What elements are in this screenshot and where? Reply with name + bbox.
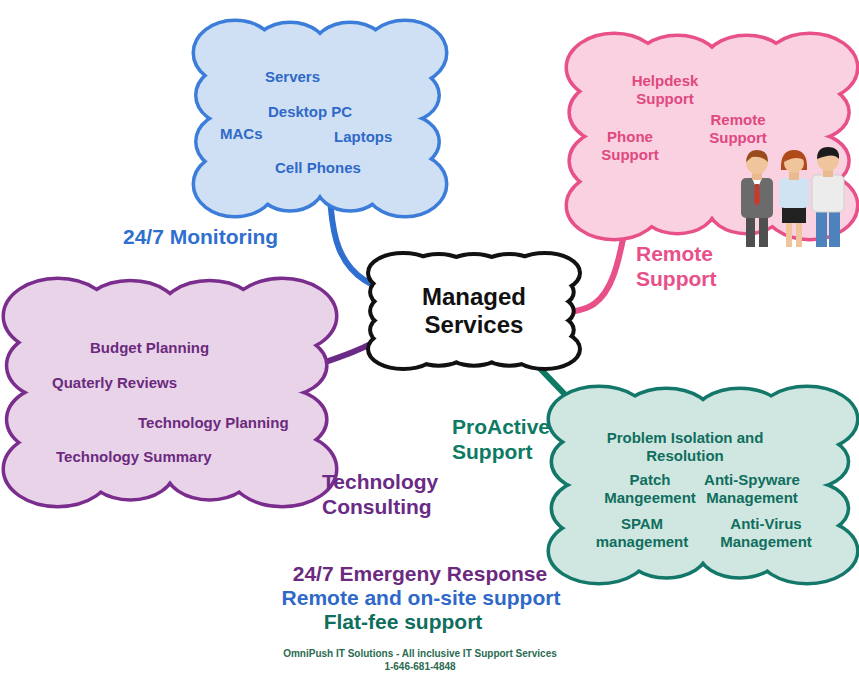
woman-figure	[779, 150, 809, 247]
phone-number: 1-646-681-4848	[384, 661, 455, 673]
branch-heading: Remote Support	[636, 242, 736, 291]
branch-heading: ProActive Support	[452, 415, 572, 464]
hair	[746, 150, 768, 162]
cloud-border	[195, 22, 445, 215]
central-cloud: Managed Services	[370, 255, 578, 367]
shirt	[812, 175, 844, 212]
cloud-bump	[239, 336, 325, 395]
service-item: Anti-Spyware Management	[692, 471, 812, 506]
man-figure	[741, 150, 773, 247]
service-note: 24/7 Emergeny Response	[293, 562, 547, 586]
suit	[741, 178, 773, 218]
cloud-border	[5, 280, 335, 505]
tie	[754, 184, 760, 206]
cloud-bump	[764, 173, 856, 238]
service-item: Helpdesk Support	[615, 72, 715, 107]
service-item: Technology Planning	[138, 414, 289, 432]
cloud-bump	[703, 37, 789, 98]
service-note: Flat-fee support	[324, 610, 483, 634]
service-item: Technology Summary	[56, 448, 212, 466]
leg	[746, 214, 755, 247]
cloud-bump	[640, 179, 715, 232]
cloud-border	[568, 35, 856, 238]
cloud-fill	[568, 35, 856, 238]
cloud-border	[550, 388, 856, 582]
service-item: MACs	[220, 125, 263, 143]
cloud-bump	[373, 70, 438, 120]
cloud-bump	[239, 336, 325, 395]
leg	[786, 220, 792, 247]
cloud-bump	[365, 153, 445, 215]
service-note: Remote and on-site support	[282, 586, 561, 610]
device-cloud: 24/7 MonitoringServersDesktop PCMACsLapt…	[195, 22, 445, 215]
company-footer: OmniPush IT Solutions - All inclusive IT…	[283, 648, 557, 660]
hair	[817, 147, 839, 159]
cloud-bump	[772, 86, 847, 139]
cloud-bump	[229, 433, 335, 505]
service-item: Cell Phones	[275, 159, 361, 177]
service-item: Phone Support	[585, 128, 675, 163]
cloud-bump	[8, 386, 107, 454]
leg	[796, 220, 802, 247]
service-item: Servers	[265, 68, 320, 86]
service-item: Desktop PC	[268, 103, 352, 121]
cloud-fill	[195, 22, 445, 215]
center-title: Managed Services	[394, 283, 554, 339]
service-item: Problem Isolation and Resolution	[590, 429, 780, 464]
cloud-bump	[229, 433, 335, 505]
cloud-outline	[550, 388, 856, 582]
cloud-bump	[365, 153, 445, 215]
leg	[759, 214, 768, 247]
cloud-bump	[703, 37, 789, 98]
cloud-bump	[313, 24, 388, 82]
branch-heading: Technology Consulting	[322, 470, 462, 519]
cloud-bump	[772, 86, 847, 139]
branch-heading: 24/7 Monitoring	[123, 225, 278, 250]
leg	[829, 208, 840, 247]
cloud-bump	[764, 173, 856, 238]
cloud-fill	[5, 280, 335, 505]
fringe	[784, 151, 804, 162]
service-item: Laptops	[334, 128, 392, 146]
service-item: SPAM management	[587, 515, 697, 550]
cloud-bump	[373, 70, 438, 120]
leg	[816, 208, 827, 247]
consulting-cloud: Technology ConsultingBudget PlanningQuat…	[5, 280, 335, 505]
proactive-cloud: ProActive SupportProblem Isolation and R…	[550, 388, 856, 582]
cloud-bump	[313, 24, 388, 82]
cloud-bump	[198, 113, 273, 171]
blouse	[779, 178, 809, 208]
service-item: Anti-Virus Management	[711, 515, 821, 550]
cloud-fill	[370, 255, 578, 367]
cloud-bump	[8, 386, 107, 454]
cloud-border	[370, 255, 578, 367]
neck	[789, 172, 799, 180]
service-item: Remote Support	[693, 111, 783, 146]
man-figure	[812, 147, 844, 247]
cloud-outline	[5, 280, 335, 505]
cloud-fill	[550, 388, 856, 582]
service-item: Quaterly Reviews	[52, 374, 177, 392]
cloud-bump	[640, 179, 715, 232]
cloud-bump	[198, 113, 273, 171]
service-item: Patch Mangeement	[600, 471, 700, 506]
service-item: Budget Planning	[90, 339, 209, 357]
